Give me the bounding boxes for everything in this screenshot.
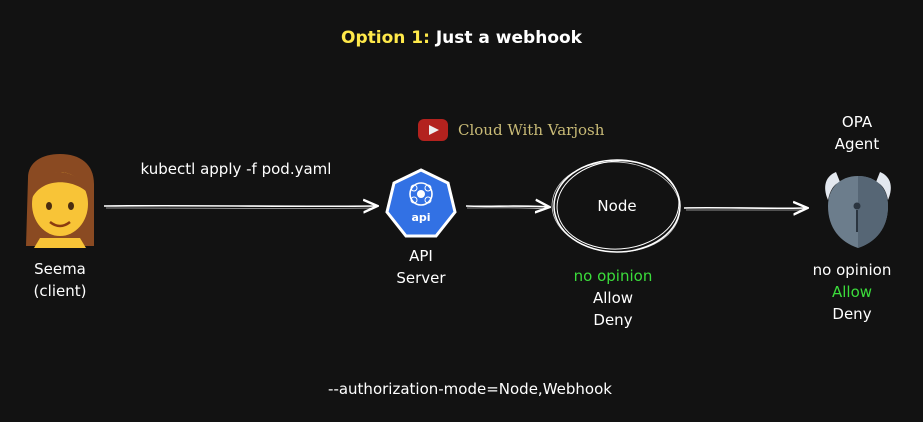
opa-result-no-opinion: no opinion — [812, 261, 892, 279]
title-option: Option 1: — [341, 28, 430, 48]
api-server-label: API Server — [371, 245, 471, 289]
node-result-no-opinion: no opinion — [573, 267, 653, 285]
node-label: Node — [597, 197, 637, 215]
node-result-allow: Allow — [592, 289, 634, 307]
api-server-line2: Server — [396, 269, 446, 287]
opa-line2: Agent — [834, 135, 880, 153]
node-result-deny: Deny — [593, 311, 633, 329]
arrow-api-to-node — [465, 206, 548, 209]
client-label: Seema (client) — [10, 258, 110, 302]
api-server-line1: API — [409, 247, 433, 265]
opa-line1: OPA — [841, 113, 873, 131]
watermark: Cloud With Varjosh — [418, 116, 604, 144]
opa-result-allow: Allow — [831, 283, 873, 301]
opa-label: OPA Agent — [807, 111, 907, 155]
woman-emoji-icon — [26, 154, 94, 248]
opa-result-deny: Deny — [832, 305, 872, 323]
api-badge-text: api — [411, 211, 430, 224]
node-shape — [551, 159, 681, 253]
arrow-client-to-api — [103, 206, 376, 209]
title-text: Just a webhook — [435, 28, 582, 48]
client-role: (client) — [33, 282, 87, 300]
command-text: kubectl apply -f pod.yaml — [140, 160, 332, 178]
youtube-play-icon — [418, 119, 448, 141]
client-name: Seema — [34, 260, 86, 278]
opa-viking-helmet-icon — [825, 172, 891, 248]
opa-results: no opinion Allow Deny — [782, 259, 922, 325]
arrow-node-to-opa — [683, 208, 806, 210]
node-results: no opinion Allow Deny — [543, 265, 683, 331]
footer-text: --authorization-mode=Node,Webhook — [328, 380, 612, 398]
diagram-title: Option 1: Just a webhook — [0, 28, 923, 48]
watermark-text: Cloud With Varjosh — [458, 121, 605, 139]
kubernetes-api-icon: api — [385, 168, 457, 238]
